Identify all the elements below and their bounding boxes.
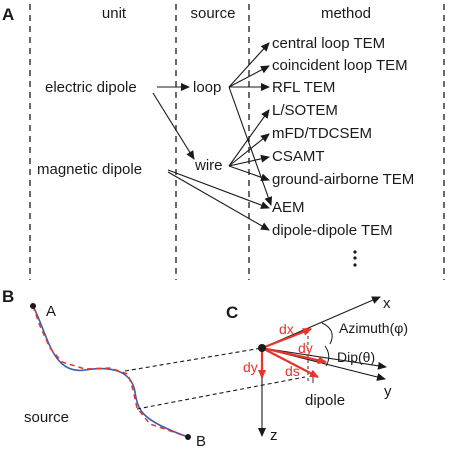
panel-b-label: B <box>2 287 14 306</box>
projection-line-top <box>124 347 263 372</box>
method-item: dipole-dipole TEM <box>272 222 393 239</box>
dipole-caption: dipole <box>305 392 345 409</box>
panel-c: C x y z dx dy dy ds Azimuth(φ) Dip(θ) di… <box>226 295 408 444</box>
flow-arrows <box>152 42 273 231</box>
header-unit: unit <box>102 5 127 22</box>
panel-a-label: A <box>2 5 14 24</box>
dipole-vectors <box>258 327 327 379</box>
azimuth-arc <box>321 322 333 345</box>
method-item: mFD/TDCSEM <box>272 125 372 142</box>
dx-vector <box>261 327 312 350</box>
endpoint-b-label: B <box>196 433 206 450</box>
header-source: source <box>190 5 235 22</box>
method-item: CSAMT <box>272 148 325 165</box>
dy-vector <box>261 346 327 365</box>
method-list: central loop TEM coincident loop TEM RFL… <box>272 35 414 239</box>
header-method: method <box>321 5 371 22</box>
axis-z-label: z <box>270 427 278 444</box>
source-loop: loop <box>193 79 221 96</box>
dy-upper-label: dy <box>298 340 313 356</box>
axis-y-label: y <box>384 383 392 400</box>
projection-line-bottom <box>136 376 306 410</box>
unit-magnetic-dipole: magnetic dipole <box>37 161 142 178</box>
source-wire: wire <box>194 157 223 174</box>
panel-a: A unit source method electric dipole mag… <box>2 4 445 280</box>
panel-c-label: C <box>226 303 238 322</box>
continuation-dots <box>353 250 357 267</box>
dip-label: Dip(θ) <box>337 349 375 365</box>
panel-b: B A B source <box>2 287 306 450</box>
endpoint-a-label: A <box>46 303 56 320</box>
endpoint-a-marker <box>30 303 36 309</box>
azimuth-label: Azimuth(φ) <box>339 320 408 336</box>
endpoint-b-marker <box>185 434 191 440</box>
ds-vector <box>261 347 319 378</box>
axis-x-label: x <box>383 295 391 312</box>
method-item: ground-airborne TEM <box>272 171 414 188</box>
method-item: AEM <box>272 199 305 216</box>
method-item: L/SOTEM <box>272 102 338 119</box>
discretized-segments <box>32 305 189 438</box>
dipole-origin <box>258 344 266 352</box>
dy-left-label: dy <box>243 359 258 375</box>
method-item: RFL TEM <box>272 79 335 96</box>
method-item: coincident loop TEM <box>272 57 408 74</box>
unit-electric-dipole: electric dipole <box>45 79 137 96</box>
dx-label: dx <box>279 321 294 337</box>
source-caption: source <box>24 409 69 426</box>
ds-label: ds <box>285 363 300 379</box>
method-item: central loop TEM <box>272 35 385 52</box>
dip-arc <box>324 345 330 367</box>
